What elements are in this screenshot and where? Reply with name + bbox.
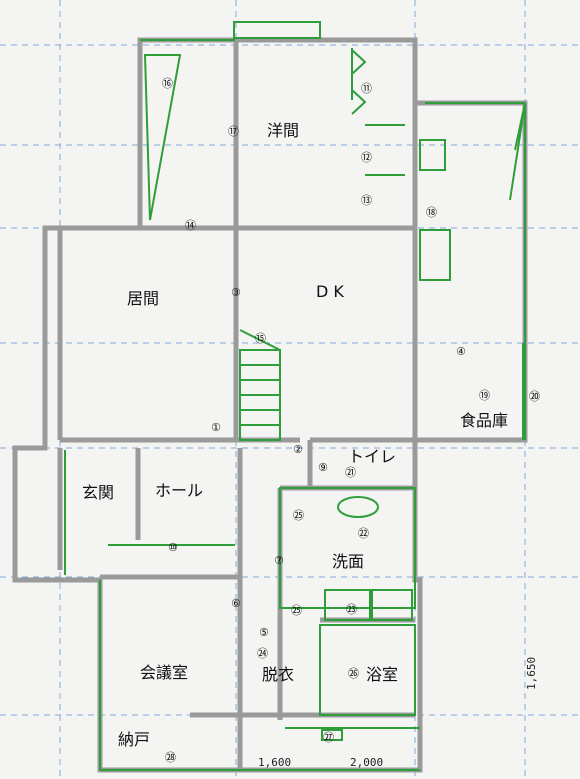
marker-26: ㉖ — [348, 667, 359, 680]
walls — [12, 37, 528, 773]
marker-2: ② — [293, 443, 303, 456]
marker-6: ⑥ — [231, 597, 241, 610]
marker-3: ③ — [231, 286, 241, 299]
marker-16: ⑯ — [162, 77, 173, 90]
room-meeting-room: 会議室 — [140, 663, 188, 682]
marker-27: ㉗ — [323, 731, 334, 744]
marker-13: ⑬ — [361, 194, 372, 207]
marker-28: ㉘ — [165, 751, 176, 764]
dimension-1600: 1,600 — [258, 756, 291, 769]
marker-18: ⑱ — [426, 206, 437, 219]
room-dk: D K — [316, 282, 344, 301]
room-storage-closet: 納戸 — [118, 730, 150, 749]
marker-25b: ㉕ — [291, 604, 302, 617]
marker-1: ① — [211, 421, 221, 434]
room-bathroom: 浴室 — [366, 665, 398, 684]
marker-20: ⑳ — [529, 390, 540, 403]
marker-23: ㉓ — [346, 603, 357, 616]
room-pantry: 食品庫 — [460, 411, 508, 430]
dimensions: 1,600 2,000 1,650 — [258, 657, 538, 769]
marker-9: ⑨ — [318, 461, 328, 474]
room-toilet: トイレ — [348, 447, 396, 466]
marker-10: ⑩ — [168, 541, 178, 554]
marker-5: ⑤ — [259, 626, 269, 639]
marker-25a: ㉕ — [293, 509, 304, 522]
room-washroom: 洗面 — [332, 552, 364, 571]
marker-24: ㉔ — [257, 647, 268, 660]
marker-12: ⑫ — [361, 151, 372, 164]
edit-marks — [64, 21, 526, 771]
marker-4: ④ — [456, 345, 466, 358]
marker-22: ㉒ — [358, 527, 369, 540]
marker-15: ⑮ — [255, 332, 266, 345]
room-living-room: 居間 — [127, 289, 159, 308]
room-western-room: 洋間 — [267, 121, 299, 140]
marker-17: ⑰ — [228, 125, 239, 138]
dimension-2000: 2,000 — [350, 756, 383, 769]
markers: ① ② ③ ④ ⑤ ⑥ ⑦ ⑨ ⑩ ⑪ ⑫ ⑬ ⑭ ⑮ ⑯ ⑰ ⑱ ⑲ ⑳ ㉑ … — [162, 77, 540, 764]
dimension-1650: 1,650 — [525, 657, 538, 690]
room-changing-room: 脱衣 — [262, 665, 294, 684]
room-labels: 洋間 居間 D K トイレ 玄関 ホール 洗面 会議室 脱衣 浴室 納戸 食品庫 — [82, 121, 508, 749]
marker-11: ⑪ — [361, 82, 372, 95]
marker-7: ⑦ — [274, 554, 284, 567]
marker-19: ⑲ — [479, 389, 490, 402]
room-entrance: 玄関 — [82, 483, 114, 502]
room-hall: ホール — [155, 481, 203, 500]
marker-21: ㉑ — [345, 466, 356, 479]
marker-14: ⑭ — [185, 219, 196, 232]
